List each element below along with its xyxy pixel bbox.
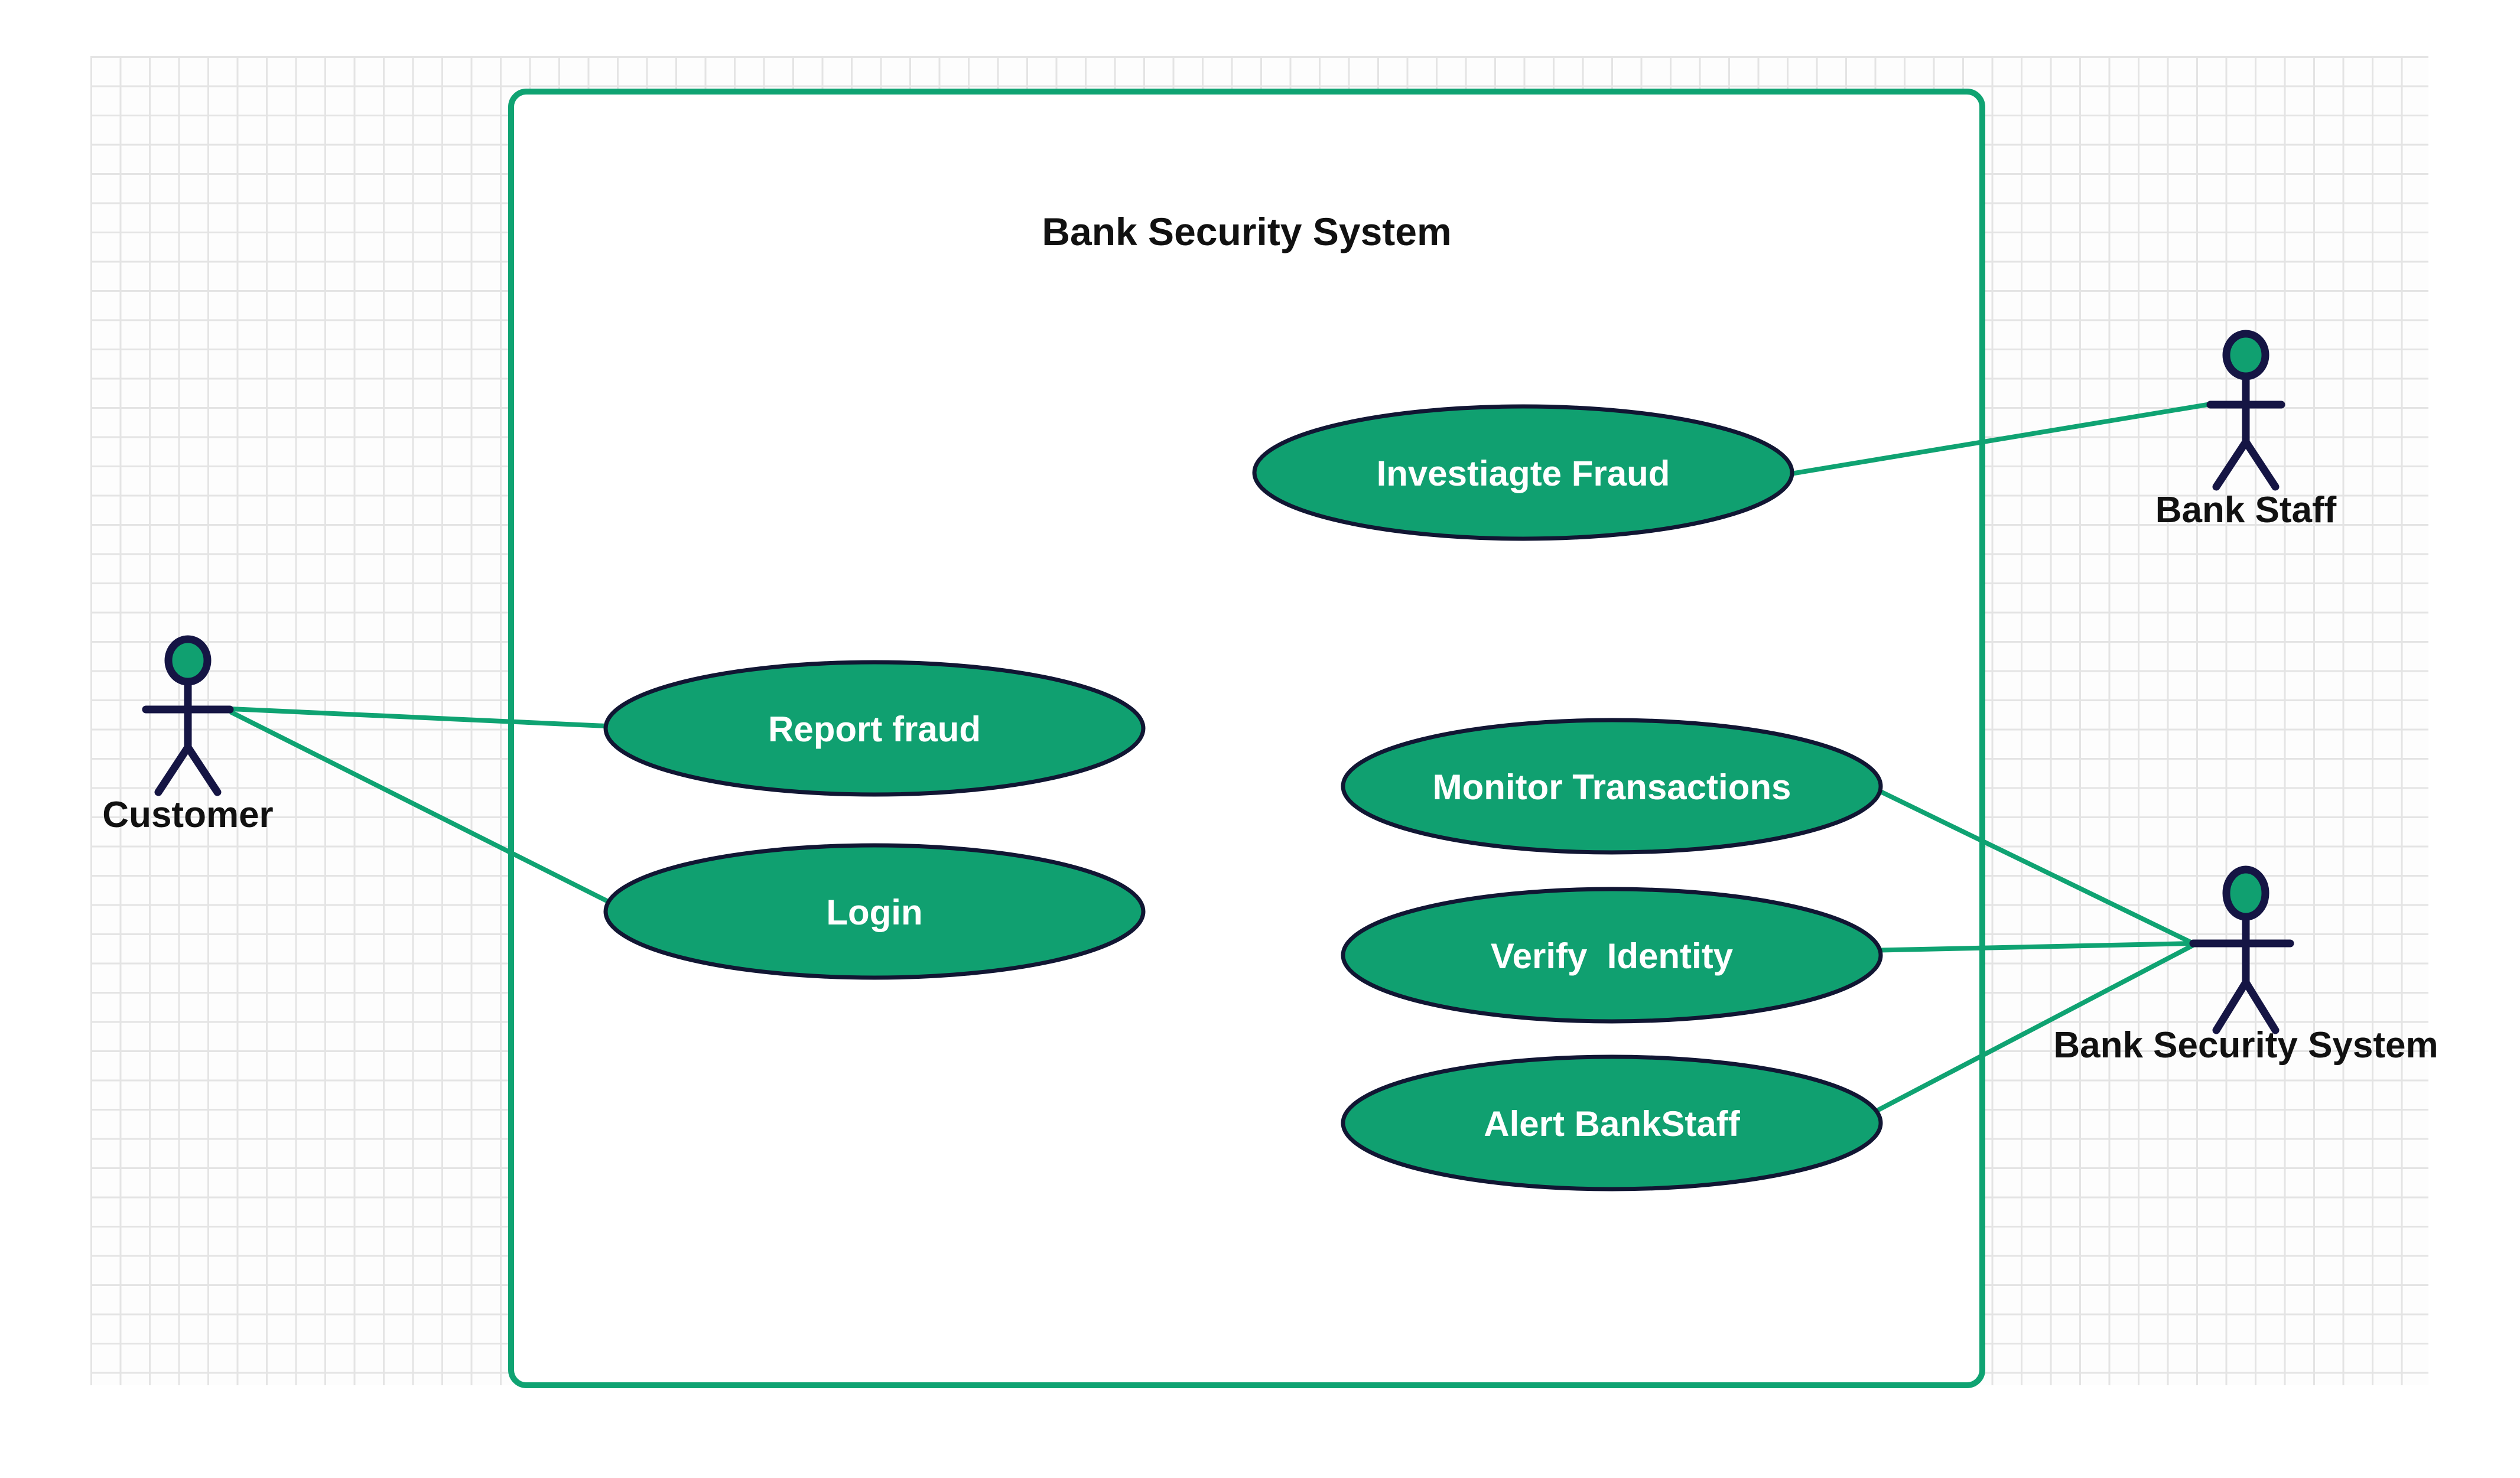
use-case-investigate-fraud[interactable]: Investiagte Fraud <box>1252 404 1794 541</box>
association-verify-identity-bank-security-system[interactable] <box>1865 941 2194 953</box>
association-customer-report-fraud[interactable] <box>230 707 607 728</box>
actor-leg-right-icon <box>2242 438 2280 491</box>
actor-label: Bank Staff <box>2155 490 2337 530</box>
use-case-login[interactable]: Login <box>603 843 1146 980</box>
use-case-ellipse[interactable] <box>1252 404 1794 541</box>
use-case-label: Login <box>826 893 922 932</box>
actor-leg-left-icon <box>2212 978 2250 1034</box>
use-case-verify-identity[interactable]: Verify Identity <box>1341 887 1883 1024</box>
association-monitor-transactions-bank-security-system[interactable] <box>1864 782 2194 946</box>
use-case-label: Monitor Transactions <box>1433 767 1791 807</box>
actor-leg-right-icon <box>184 743 222 796</box>
actor-leg-left-icon <box>154 743 192 796</box>
use-case-label: Investiagte Fraud <box>1377 454 1670 493</box>
use-case-report-fraud[interactable]: Report fraud <box>603 660 1146 797</box>
actor-customer[interactable]: Customer <box>102 635 274 835</box>
actor-leg-left-icon <box>2212 438 2250 491</box>
use-case-label: Alert BankStaff <box>1484 1104 1740 1144</box>
system-boundary-title: Bank Security System <box>1042 210 1451 253</box>
association-customer-login[interactable] <box>229 709 612 905</box>
use-case-ellipse[interactable] <box>1341 1054 1883 1191</box>
use-case-label: Report fraud <box>768 709 981 749</box>
use-case-ellipse[interactable] <box>603 660 1146 797</box>
use-case-alert-bankstaff[interactable]: Alert BankStaff <box>1341 1054 1883 1191</box>
actor-label: Bank Security System <box>2053 1025 2438 1066</box>
use-case-monitor-transactions[interactable]: Monitor Transactions <box>1341 718 1883 855</box>
actor-head-icon <box>164 635 212 686</box>
use-case-label: Verify Identity <box>1491 936 1734 976</box>
use-case-ellipse[interactable] <box>603 843 1146 980</box>
association-alert-bankstaff-bank-security-system[interactable] <box>1862 943 2194 1120</box>
use-case-ellipse[interactable] <box>1341 887 1883 1024</box>
actor-head-icon <box>2222 330 2269 380</box>
actor-bank-security-system[interactable]: Bank Security System <box>2053 865 2438 1066</box>
actor-bank-staff[interactable]: Bank Staff <box>2155 330 2337 530</box>
actor-label: Customer <box>102 795 273 835</box>
association-lines <box>229 402 2212 1120</box>
use-case-ellipse[interactable] <box>1341 718 1883 855</box>
actor-head-icon <box>2222 865 2269 921</box>
association-investigate-fraud-bank-staff[interactable] <box>1790 402 2212 476</box>
actor-leg-right-icon <box>2242 978 2280 1034</box>
